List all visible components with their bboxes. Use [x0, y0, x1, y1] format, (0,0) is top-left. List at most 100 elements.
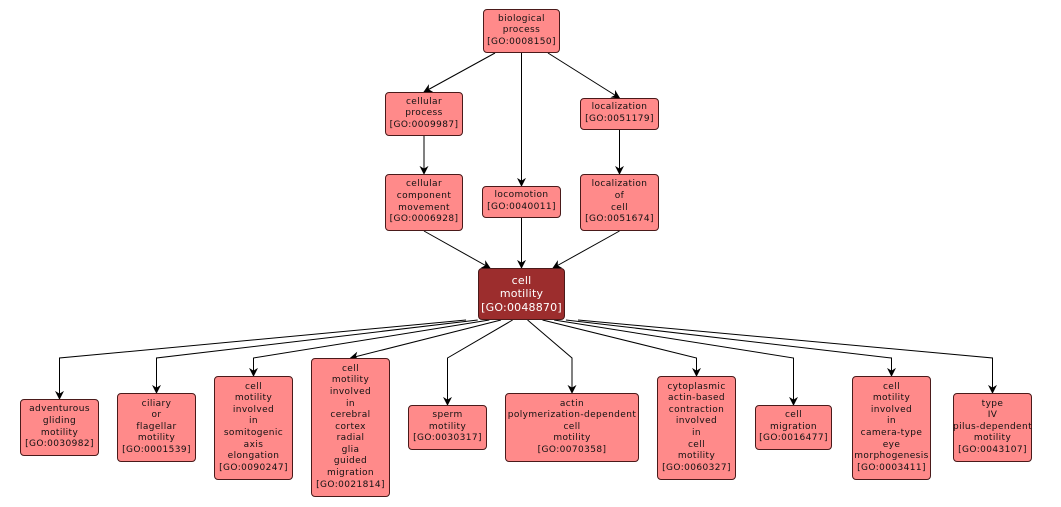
go-term-label: sperm — [432, 410, 463, 421]
go-term-label: cerebral — [330, 410, 371, 421]
go-term-id: [GO:0048870] — [481, 300, 562, 314]
go-term-id: [GO:0070358] — [537, 444, 607, 455]
go-term-label: cell — [244, 381, 263, 392]
go-term-label: elongation — [227, 451, 280, 462]
go-term-label: cell — [563, 421, 581, 432]
go-term-label: localization — [591, 179, 648, 190]
go-term-label: cytoplasmic — [667, 381, 726, 392]
go-term-label: motility — [428, 421, 467, 432]
go-term-id: [GO:0016477] — [759, 433, 828, 444]
go-term-label: motility — [872, 393, 911, 404]
go-term-label: cellular — [405, 96, 443, 107]
edge-arrow — [577, 319, 997, 394]
go-term-label: cell — [341, 363, 360, 374]
go-term-label: somitogenic — [223, 428, 284, 438]
go-term-label: component — [396, 190, 452, 201]
go-term-id: [GO:0009987] — [389, 119, 459, 130]
go-term-id: [GO:0051179] — [585, 114, 654, 124]
go-term-label: cell — [784, 410, 803, 421]
edge-arrow — [527, 319, 577, 394]
go-term-label: motility — [973, 433, 1012, 444]
go-term-id: [GO:0060327] — [662, 462, 731, 473]
go-term-node[interactable]: locomotion[GO:0040011] — [482, 186, 561, 218]
go-term-label: biological — [498, 13, 545, 24]
go-term-label: or — [151, 410, 162, 421]
go-term-label: involved — [329, 386, 372, 397]
go-term-label: motility — [331, 375, 370, 386]
go-term-label: eye — [882, 439, 901, 450]
go-term-label: morphogenesis — [854, 451, 929, 462]
go-term-label: involved — [675, 416, 718, 427]
go-term-label: type — [981, 398, 1004, 409]
go-term-id: [GO:0003411] — [857, 462, 926, 473]
go-term-label: involved — [232, 404, 275, 415]
go-term-label: pilus-dependent — [952, 421, 1033, 432]
go-term-label: guided — [333, 456, 368, 467]
go-term-label: cell — [610, 202, 629, 213]
go-term-id: [GO:0040011] — [487, 202, 556, 212]
go-term-label: migration — [769, 421, 818, 432]
go-term-label: actin — [559, 398, 585, 409]
go-term-label: motility — [137, 433, 176, 444]
go-term-label: of — [614, 190, 625, 201]
go-term-label: motility — [553, 433, 591, 444]
go-term-label: in — [248, 416, 258, 427]
go-term-label: process — [502, 25, 541, 36]
go-term-label: contraction — [668, 404, 725, 415]
go-term-label: camera-type — [860, 428, 923, 438]
go-term-label: cellular — [405, 179, 443, 190]
go-term-label: locomotion — [494, 190, 549, 201]
go-term-label: in — [691, 428, 701, 438]
go-term-label: polymerization-dependent — [507, 410, 637, 421]
go-term-node[interactable]: localization[GO:0051179] — [580, 98, 659, 130]
go-term-label: cell — [511, 273, 532, 287]
go-term-id: [GO:0030982] — [25, 439, 94, 450]
go-term-label: motility — [234, 393, 273, 404]
go-term-label: axis — [243, 439, 264, 450]
go-term-label: motility — [40, 427, 79, 438]
go-term-id: [GO:0043107] — [958, 444, 1027, 455]
go-term-id: [GO:0008150] — [487, 36, 556, 47]
edge-arrow — [152, 319, 478, 394]
edge-arrow — [423, 230, 491, 269]
go-term-label: motility — [499, 287, 544, 301]
go-term-label: actin-based — [667, 393, 725, 404]
go-term-id: [GO:0090247] — [219, 462, 288, 473]
go-term-label: process — [405, 108, 443, 119]
edge-arrow — [565, 319, 896, 377]
go-term-label: cell — [687, 439, 706, 450]
go-term-label: glia — [341, 444, 360, 455]
go-term-label: gliding — [42, 415, 77, 426]
go-term-label: motility — [677, 451, 716, 462]
go-term-label: adventurous — [29, 404, 90, 415]
go-term-id: [GO:0030317] — [413, 433, 482, 444]
go-term-id: [GO:0001539] — [122, 444, 191, 455]
edge-arrow — [552, 230, 620, 269]
go-term-label: flagellar — [136, 421, 177, 432]
go-term-label: cell — [882, 381, 901, 392]
go-term-label: migration — [326, 468, 375, 479]
go-term-id: [GO:0021814] — [316, 479, 385, 490]
edge-arrow — [443, 319, 513, 406]
go-term-label: in — [345, 398, 355, 409]
go-term-label: localization — [591, 102, 648, 113]
go-term-label: radial — [336, 433, 365, 444]
edge-arrow — [249, 319, 490, 377]
